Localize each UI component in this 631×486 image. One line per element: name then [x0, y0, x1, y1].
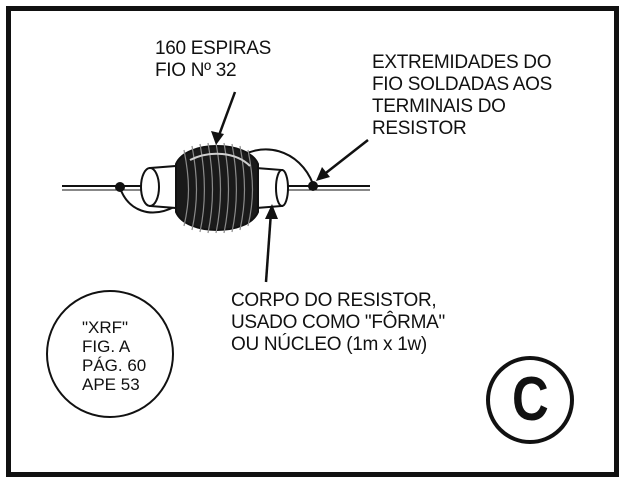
coil-arrow-shaft — [216, 91, 237, 139]
resistor-left-end — [140, 167, 160, 207]
left-wire-loop — [119, 187, 177, 214]
coil-winding-label: 160 ESPIRAS FIO Nº 32 — [155, 38, 272, 81]
coil-highlight — [189, 152, 251, 167]
coil-arrow-head — [211, 131, 224, 145]
ends-arrow-head — [316, 167, 330, 181]
ends-arrow-shaft — [321, 139, 369, 177]
reference-stamp-text: "XRF" FIG. A PÁG. 60 APE 53 — [82, 318, 147, 394]
resistor-body-label: CORPO DO RESISTOR, USADO COMO "FÔRMA" OU… — [231, 290, 445, 355]
wire-ends-label: EXTREMIDADES DO FIO SOLDADAS AOS TERMINA… — [372, 52, 552, 139]
coil-winding — [175, 145, 259, 231]
figure-letter-badge: C — [486, 356, 574, 444]
resistor-right-end — [275, 169, 289, 207]
coil-turns — [183, 142, 254, 234]
left-solder-point — [115, 182, 125, 192]
body-arrow-head — [265, 204, 278, 219]
body-arrow-shaft — [264, 211, 273, 283]
figure-border — [6, 6, 619, 477]
reference-stamp: "XRF" FIG. A PÁG. 60 APE 53 — [46, 290, 174, 418]
figure-letter: C — [511, 365, 549, 434]
right-solder-point — [308, 181, 318, 191]
